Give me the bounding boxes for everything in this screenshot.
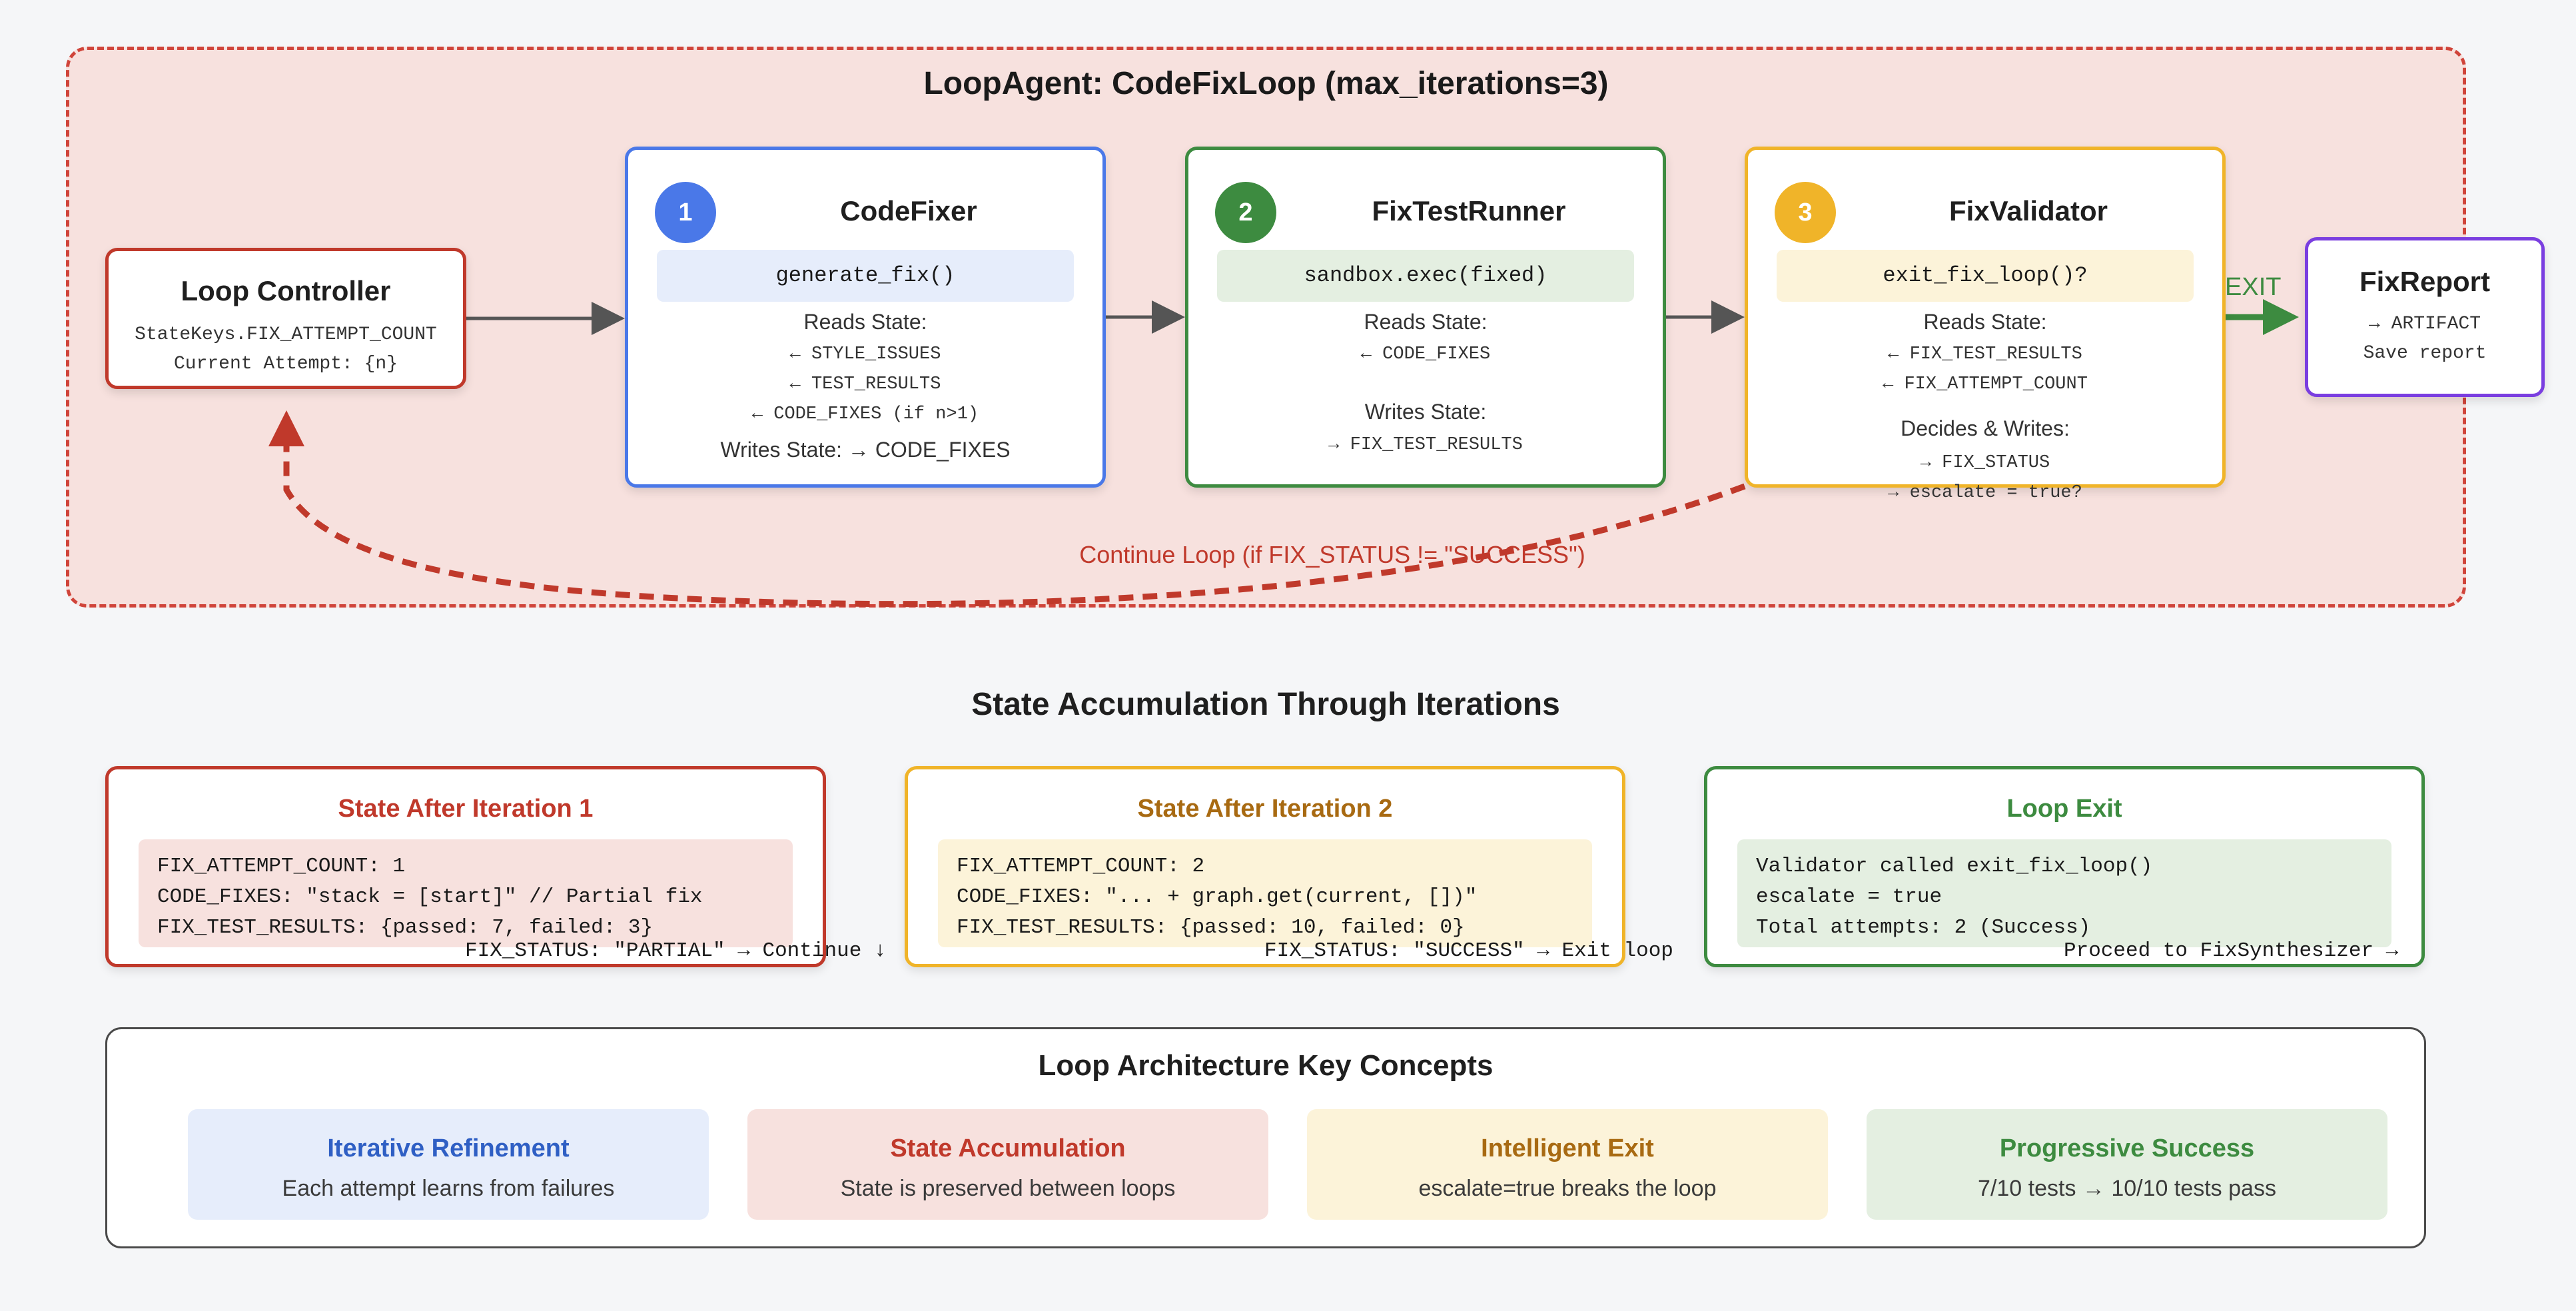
state-line: FIX_ATTEMPT_COUNT: 2: [957, 855, 1205, 878]
fixvalidator-decides-label: Decides & Writes:: [1901, 416, 2070, 440]
state-card-body: Validator called exit_fix_loop() escalat…: [1737, 839, 2391, 947]
codefixer-writes: Writes State: → CODE_FIXES: [720, 438, 1011, 462]
fixreport-title: FixReport: [2359, 266, 2490, 297]
fixreport-artifact: → ARTIFACT: [2368, 314, 2481, 334]
concept-state-accumulation: State Accumulation State is preserved be…: [747, 1109, 1268, 1220]
fixtestrunner-writes-label: Writes State:: [1364, 400, 1487, 424]
fixvalidator-read-item: ← FIX_ATTEMPT_COUNT: [1883, 374, 2088, 394]
step-3-badge: 3: [1775, 182, 1836, 243]
step-1-badge: 1: [655, 182, 716, 243]
concept-desc: 7/10 tests → 10/10 tests pass: [1978, 1176, 2276, 1201]
concept-desc: State is preserved between loops: [840, 1176, 1176, 1201]
fixreport-node: FixReport → ARTIFACT Save report: [2305, 237, 2545, 397]
loop-controller-attempt: Current Attempt: {n}: [173, 354, 398, 374]
fixtestrunner-write-item: → FIX_TEST_RESULTS: [1328, 435, 1523, 455]
loop-controller-statekey: StateKeys.FIX_ATTEMPT_COUNT: [135, 324, 437, 345]
state-card-iteration-2: State After Iteration 2 FIX_ATTEMPT_COUN…: [905, 766, 1625, 967]
arrow-continue-loop: [268, 410, 1746, 608]
state-footer-iteration-2: FIX_STATUS: "SUCCESS" → Exit loop: [1264, 939, 1673, 963]
concept-desc: Each attempt learns from failures: [282, 1176, 615, 1201]
fixvalidator-title: FixValidator: [1948, 195, 2108, 226]
codefixer-read-item: ← TEST_RESULTS: [789, 374, 941, 394]
state-line: escalate = true: [1756, 885, 1942, 909]
continue-loop-label: Continue Loop (if FIX_STATUS != "SUCCESS…: [1079, 541, 1585, 568]
state-card-iteration-1: State After Iteration 1 FIX_ATTEMPT_COUN…: [105, 766, 826, 967]
fixvalidator-reads-label: Reads State:: [1923, 310, 2047, 334]
fixvalidator-read-item: ← FIX_TEST_RESULTS: [1888, 344, 2082, 364]
loop-controller-title: Loop Controller: [181, 275, 391, 306]
fixtestrunner-title: FixTestRunner: [1372, 195, 1566, 226]
state-footer-loop-exit: Proceed to FixSynthesizer →: [2064, 939, 2399, 963]
loop-title: LoopAgent: CodeFixLoop (max_iterations=3…: [923, 66, 1609, 101]
fixtestrunner-node: 2 FixTestRunner sandbox.exec(fixed) Read…: [1185, 147, 1666, 488]
concept-progressive-success: Progressive Success 7/10 tests → 10/10 t…: [1867, 1109, 2387, 1220]
key-concepts-title: Loop Architecture Key Concepts: [1038, 1049, 1494, 1082]
codefixer-title: CodeFixer: [840, 195, 977, 226]
codefixer-node: 1 CodeFixer generate_fix() Reads State: …: [625, 147, 1106, 488]
state-footer-iteration-1: FIX_STATUS: "PARTIAL" → Continue ↓: [465, 939, 887, 963]
state-card-title: State After Iteration 1: [338, 795, 594, 823]
state-line: FIX_TEST_RESULTS: {passed: 10, failed: 0…: [957, 916, 1465, 939]
fixtestrunner-read-item: ← CODE_FIXES: [1360, 344, 1491, 364]
concept-title: Iterative Refinement: [327, 1134, 570, 1162]
concept-desc: escalate=true breaks the loop: [1418, 1176, 1717, 1201]
concept-intelligent-exit: Intelligent Exit escalate=true breaks th…: [1307, 1109, 1828, 1220]
concept-title: Progressive Success: [1999, 1134, 2255, 1162]
fixvalidator-decide-item: → FIX_STATUS: [1920, 453, 2050, 473]
codefixer-read-item: ← CODE_FIXES (if n>1): [751, 404, 979, 424]
state-line: FIX_ATTEMPT_COUNT: 1: [157, 855, 406, 878]
codefixer-reads-label: Reads State:: [803, 310, 927, 334]
codefixer-function: generate_fix(): [657, 250, 1074, 302]
state-card-body: FIX_ATTEMPT_COUNT: 2 CODE_FIXES: "... + …: [938, 839, 1592, 947]
state-line: CODE_FIXES: "stack = [start]" // Partial…: [157, 885, 703, 909]
exit-label: EXIT: [2225, 273, 2282, 301]
accumulation-title: State Accumulation Through Iterations: [971, 687, 1560, 722]
step-2-badge: 2: [1215, 182, 1276, 243]
loop-controller-node: Loop Controller StateKeys.FIX_ATTEMPT_CO…: [105, 248, 466, 389]
concept-title: Intelligent Exit: [1481, 1134, 1654, 1162]
fixvalidator-function: exit_fix_loop()?: [1777, 250, 2194, 302]
state-line: FIX_TEST_RESULTS: {passed: 7, failed: 3}: [157, 916, 653, 939]
codefixer-read-item: ← STYLE_ISSUES: [789, 344, 941, 364]
concept-title: State Accumulation: [890, 1134, 1126, 1162]
fixvalidator-decide-item: → escalate = true?: [1888, 483, 2082, 503]
state-card-title: Loop Exit: [2006, 795, 2122, 823]
concept-iterative-refinement: Iterative Refinement Each attempt learns…: [188, 1109, 709, 1220]
fixtestrunner-function: sandbox.exec(fixed): [1217, 250, 1634, 302]
state-line: CODE_FIXES: "... + graph.get(current, []…: [957, 885, 1478, 909]
fixtestrunner-reads-label: Reads State:: [1364, 310, 1488, 334]
fixvalidator-node: 3 FixValidator exit_fix_loop()? Reads St…: [1745, 147, 2226, 503]
state-line: Validator called exit_fix_loop(): [1756, 855, 2153, 878]
state-card-body: FIX_ATTEMPT_COUNT: 1 CODE_FIXES: "stack …: [139, 839, 793, 947]
state-card-title: State After Iteration 2: [1137, 795, 1393, 823]
key-concepts-panel: Loop Architecture Key Concepts Iterative…: [105, 1027, 2426, 1248]
fixreport-save: Save report: [2363, 343, 2487, 364]
state-card-loop-exit: Loop Exit Validator called exit_fix_loop…: [1704, 766, 2425, 967]
state-line: Total attempts: 2 (Success): [1756, 916, 2091, 939]
